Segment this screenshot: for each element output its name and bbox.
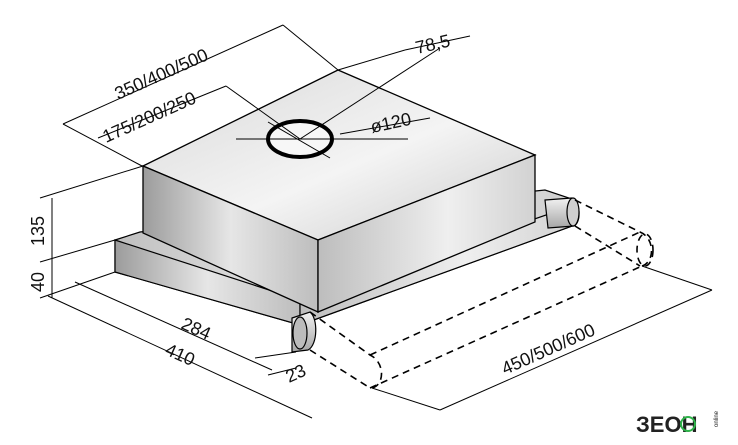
- total-depth-label: 410: [162, 339, 198, 369]
- duct-offset-label: 78,5: [413, 31, 452, 58]
- dimension-lines: [39, 24, 713, 419]
- brand-logo: ЗЕОН online: [636, 410, 720, 437]
- hood-body: [141, 69, 537, 314]
- logo-text: ЗЕОН: [636, 412, 697, 437]
- base-height-label: 40: [28, 272, 48, 292]
- extension-outline: [309, 199, 654, 389]
- body-height-label: 135: [28, 216, 48, 246]
- logo-suffix: online: [714, 410, 720, 427]
- front-offset-label: 23: [282, 360, 308, 386]
- duct-position-label: 175/200/250: [99, 88, 199, 147]
- width-options-label: 350/400/500: [111, 45, 211, 104]
- inner-depth-label: 284: [178, 313, 214, 343]
- extended-width-label: 450/500/600: [498, 320, 598, 379]
